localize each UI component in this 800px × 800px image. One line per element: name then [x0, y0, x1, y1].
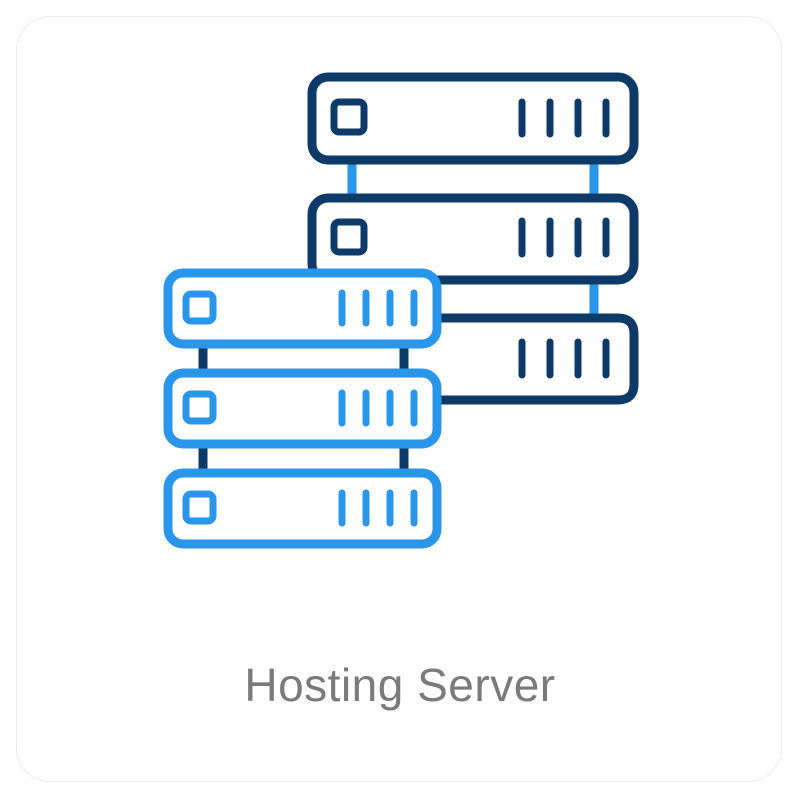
front-server-unit	[163, 368, 442, 449]
back-server-unit	[307, 193, 639, 285]
back-server-unit	[435, 313, 639, 405]
front-server-unit	[163, 468, 442, 549]
front-server-led	[182, 490, 217, 525]
back-server-led	[330, 218, 368, 256]
back-server-unit	[307, 72, 639, 165]
back-server-stack	[307, 72, 639, 405]
front-server-unit	[163, 268, 442, 349]
front-server-led	[182, 290, 217, 325]
front-server-stack	[163, 268, 442, 549]
front-server-led	[182, 390, 217, 425]
icon-caption: Hosting Server	[244, 659, 556, 711]
back-server-led	[330, 98, 368, 136]
